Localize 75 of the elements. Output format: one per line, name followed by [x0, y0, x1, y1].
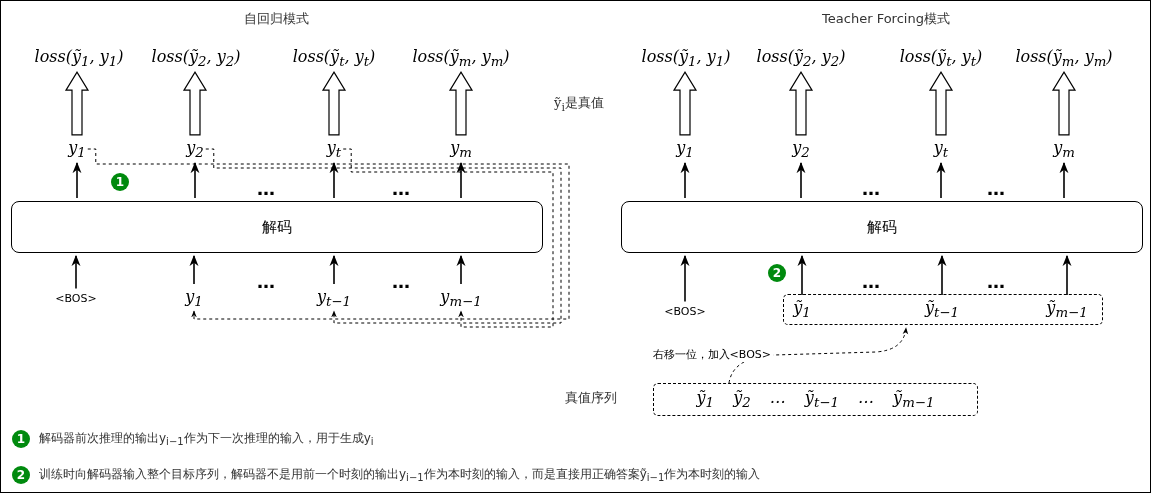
dashed-arrow: [728, 327, 908, 384]
token-symbol: ỹ$_{t−1}$: [924, 297, 960, 321]
loss-formula: loss(ỹ$_{m}$, y$_{m}$): [412, 46, 510, 70]
token-symbol: y$_{2}$: [792, 137, 810, 161]
loss-formula: loss(ỹ$_{t}$, y$_{t}$): [292, 46, 376, 70]
panel-title: 自回归模式: [243, 10, 309, 28]
hollow-arrow: [928, 70, 954, 136]
step-badge: 2: [768, 264, 786, 282]
loss-formula: loss(ỹ$_{t}$, y$_{t}$): [899, 46, 983, 70]
step-badge: 1: [111, 173, 129, 191]
note-text: 解码器前次推理的输出y$_{i−1}$作为下一次推理的输入，用于生成y$_{i}$: [39, 430, 374, 448]
ellipsis: …: [257, 177, 275, 199]
arrow: [937, 254, 947, 296]
loss-formula: loss(ỹ$_{m}$, y$_{m}$): [1015, 46, 1113, 70]
dashed-arrow: [205, 148, 562, 324]
ellipsis: …: [987, 270, 1005, 292]
arrow: [680, 254, 690, 303]
hollow-arrow: [321, 70, 347, 136]
panel-title: Teacher Forcing模式: [822, 10, 950, 28]
edge-label: 右移一位，加入<BOS>: [650, 347, 773, 362]
token-symbol: y$_{t}$: [326, 137, 342, 161]
token-symbol: y$_{t−1}$: [316, 286, 352, 310]
arrow: [72, 161, 82, 199]
loss-formula: loss(ỹ$_{1}$, y$_{1}$): [641, 46, 731, 70]
ellipsis: …: [862, 177, 880, 199]
arrow: [456, 254, 466, 285]
hollow-arrow: [448, 70, 474, 136]
arrow: [797, 254, 807, 296]
ellipsis: …: [987, 177, 1005, 199]
token-symbol: y$_{1}$: [676, 137, 694, 161]
arrow: [796, 161, 806, 199]
ground-truth-sequence-box: ỹ$_{1}$ ỹ$_{2}$ … ỹ$_{t−1}$ … ỹ$_{m−1}$: [653, 383, 978, 416]
hollow-arrow: [1051, 70, 1077, 136]
token-symbol: y$_{t}$: [933, 137, 949, 161]
arrow: [329, 254, 339, 285]
ellipsis: …: [392, 270, 410, 292]
token-symbol: y$_{2}$: [186, 137, 204, 161]
token-symbol: y$_{1}$: [68, 137, 86, 161]
arrow: [329, 161, 339, 199]
sequence-label: 真值序列: [565, 389, 617, 407]
decoder-box: 解码: [621, 201, 1143, 253]
arrow: [1059, 161, 1069, 199]
loss-formula: loss(ỹ$_{2}$, y$_{2}$): [151, 46, 241, 70]
decoder-box: 解码: [11, 201, 543, 253]
token-symbol: y$_{m}$: [1053, 137, 1075, 161]
token-symbol: ỹ$_{1}$: [793, 297, 811, 321]
hollow-arrow: [182, 70, 208, 136]
arrow: [936, 161, 946, 199]
step-badge: 2: [12, 466, 30, 484]
arrow: [71, 254, 81, 290]
loss-formula: loss(ỹ$_{2}$, y$_{2}$): [756, 46, 846, 70]
ellipsis: …: [257, 270, 275, 292]
hollow-arrow: [64, 70, 90, 136]
bos-token: <BOS>: [55, 291, 97, 305]
dashed-arrow: [87, 148, 570, 320]
token-symbol: y$_{1}$: [185, 286, 203, 310]
arrow: [680, 161, 690, 199]
ellipsis: …: [392, 177, 410, 199]
step-badge: 1: [12, 430, 30, 448]
arrow: [189, 254, 199, 285]
arrow: [456, 161, 466, 199]
hollow-arrow: [672, 70, 698, 136]
ellipsis: …: [862, 270, 880, 292]
arrow: [1062, 254, 1072, 296]
token-symbol: ỹ$_{m−1}$: [1046, 297, 1088, 321]
bos-token: <BOS>: [664, 304, 706, 318]
loss-formula: loss(ỹ$_{1}$, y$_{1}$): [34, 46, 124, 70]
annotation-text: ỹ$_{i}$是真值: [554, 94, 604, 114]
hollow-arrow: [788, 70, 814, 136]
token-symbol: y$_{m}$: [450, 137, 472, 161]
dashed-arrow: [342, 148, 554, 328]
note-text: 训练时向解码器输入整个目标序列，解码器不是用前一个时刻的输出y$_{i−1}$作为本时刻的输入，而是直接用正确答案ỹ$_{i−1}$作为本时刻的输入: [39, 466, 761, 484]
sequence-box: [783, 294, 1103, 325]
token-symbol: y$_{m−1}$: [440, 286, 482, 310]
arrow: [190, 161, 200, 199]
